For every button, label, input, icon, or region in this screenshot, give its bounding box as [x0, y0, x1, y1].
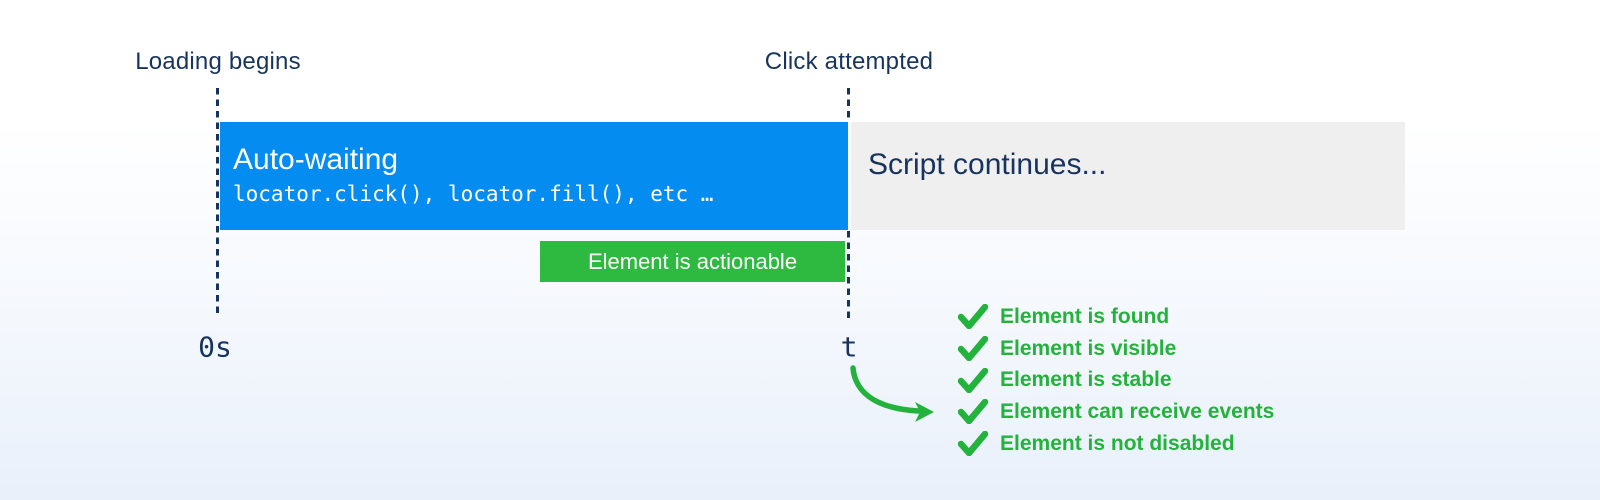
- check-icon: [958, 367, 988, 393]
- checklist-item-label: Element is visible: [1000, 336, 1177, 360]
- check-icon: [958, 399, 988, 425]
- loading-begins-dashed-line: [216, 88, 219, 318]
- check-icon: [958, 431, 988, 457]
- auto-waiting-bar: Auto-waiting locator.click(), locator.fi…: [220, 122, 848, 230]
- loading-begins-label: Loading begins: [135, 48, 301, 75]
- click-attempted-label: Click attempted: [764, 48, 934, 75]
- auto-waiting-title: Auto-waiting: [233, 143, 399, 176]
- checklist-item: Element is visible: [958, 333, 1274, 365]
- script-continues-label: Script continues...: [868, 148, 1107, 181]
- element-actionable-badge-label: Element is actionable: [587, 248, 798, 274]
- element-actionable-badge: Element is actionable: [540, 241, 845, 282]
- checklist-item: Element is not disabled: [958, 428, 1274, 460]
- script-continues-bar: Script continues...: [851, 122, 1405, 230]
- checklist-item-label: Element can receive events: [1000, 399, 1275, 423]
- click-attempted-dashed-line-bottom: [847, 231, 850, 320]
- curved-arrow-icon: [850, 365, 934, 422]
- tick-t: t: [840, 330, 858, 364]
- checklist-item-label: Element is found: [1000, 304, 1170, 328]
- tick-0s: 0s: [198, 330, 232, 364]
- checklist-item: Element is stable: [958, 364, 1274, 396]
- check-icon: [958, 336, 988, 362]
- checklist-item: Element is found: [958, 301, 1274, 333]
- checklist-item-label: Element is not disabled: [1000, 431, 1235, 455]
- checklist-item-label: Element is stable: [1000, 368, 1172, 392]
- auto-waiting-code: locator.click(), locator.fill(), etc …: [233, 182, 714, 206]
- check-icon: [958, 304, 988, 330]
- actionability-checklist: Element is found Element is visible Elem…: [958, 301, 1274, 459]
- checklist-item: Element can receive events: [958, 396, 1274, 428]
- click-attempted-dashed-line-top: [847, 88, 850, 121]
